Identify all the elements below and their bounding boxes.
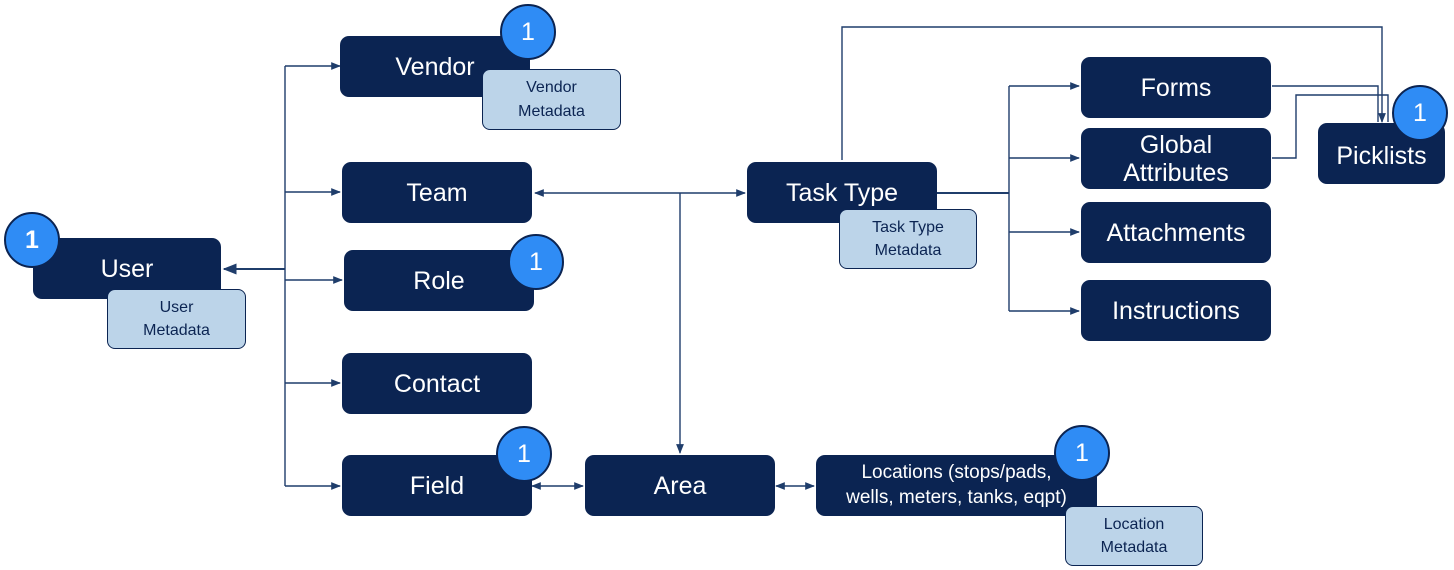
- locations-label-line1: Locations (stops/pads,: [861, 462, 1052, 484]
- area-node[interactable]: Area: [585, 455, 775, 516]
- vendor-label: Vendor: [395, 52, 475, 81]
- arrow-tasktype-picklists: [841, 26, 1386, 160]
- vendor-metadata-line2: Metadata: [518, 102, 585, 120]
- role-label: Role: [413, 266, 465, 295]
- attachments-node[interactable]: Attachments: [1081, 202, 1271, 263]
- instructions-label: Instructions: [1112, 296, 1240, 325]
- locations-node[interactable]: Locations (stops/pads, wells, meters, ta…: [816, 455, 1097, 516]
- role-count-badge: 1: [508, 234, 564, 290]
- picklists-label: Picklists: [1336, 141, 1427, 170]
- field-label: Field: [409, 471, 465, 500]
- picklists-count-badge: 1: [1392, 85, 1448, 141]
- contact-node[interactable]: Contact: [342, 353, 532, 414]
- global-attributes-node[interactable]: Global Attributes: [1081, 128, 1271, 189]
- line-forms-picklists: [1272, 85, 1379, 122]
- user-metadata-line1: User: [159, 298, 194, 316]
- user-count-badge: 1: [4, 212, 60, 268]
- task-type-metadata-line2: Metadata: [874, 242, 942, 259]
- user-node[interactable]: User: [33, 238, 221, 299]
- vendor-count-badge: 1: [500, 4, 556, 60]
- global-attributes-line1: Global: [1139, 130, 1213, 159]
- role-node[interactable]: Role: [344, 250, 534, 311]
- location-metadata-line1: Location: [1103, 515, 1165, 533]
- picklists-node[interactable]: Picklists: [1318, 123, 1445, 184]
- vendor-metadata[interactable]: Vendor Metadata: [482, 69, 621, 130]
- contact-label: Contact: [393, 369, 481, 398]
- vendor-metadata-line1: Vendor: [526, 79, 577, 97]
- line-global-picklists: [1272, 94, 1389, 159]
- global-attributes-line2: Attributes: [1123, 158, 1229, 187]
- user-label: User: [100, 254, 154, 283]
- team-node[interactable]: Team: [342, 162, 532, 223]
- field-count-badge: 1: [496, 426, 552, 482]
- attachments-label: Attachments: [1106, 218, 1246, 247]
- location-metadata-line2: Metadata: [1100, 539, 1168, 556]
- task-type-metadata-line1: Task Type: [872, 218, 944, 236]
- user-metadata-line2: Metadata: [143, 322, 210, 339]
- forms-node[interactable]: Forms: [1081, 57, 1271, 118]
- task-type-label: Task Type: [785, 178, 899, 207]
- forms-label: Forms: [1140, 73, 1212, 102]
- locations-count-badge: 1: [1054, 425, 1110, 481]
- area-label: Area: [653, 471, 707, 500]
- instructions-node[interactable]: Instructions: [1081, 280, 1271, 341]
- task-type-metadata[interactable]: Task Type Metadata: [839, 209, 977, 269]
- locations-label-line2: wells, meters, tanks, eqpt): [846, 486, 1067, 508]
- field-node[interactable]: Field: [342, 455, 532, 516]
- user-metadata[interactable]: User Metadata: [107, 289, 246, 349]
- location-metadata[interactable]: Location Metadata: [1065, 506, 1203, 566]
- team-label: Team: [406, 178, 468, 207]
